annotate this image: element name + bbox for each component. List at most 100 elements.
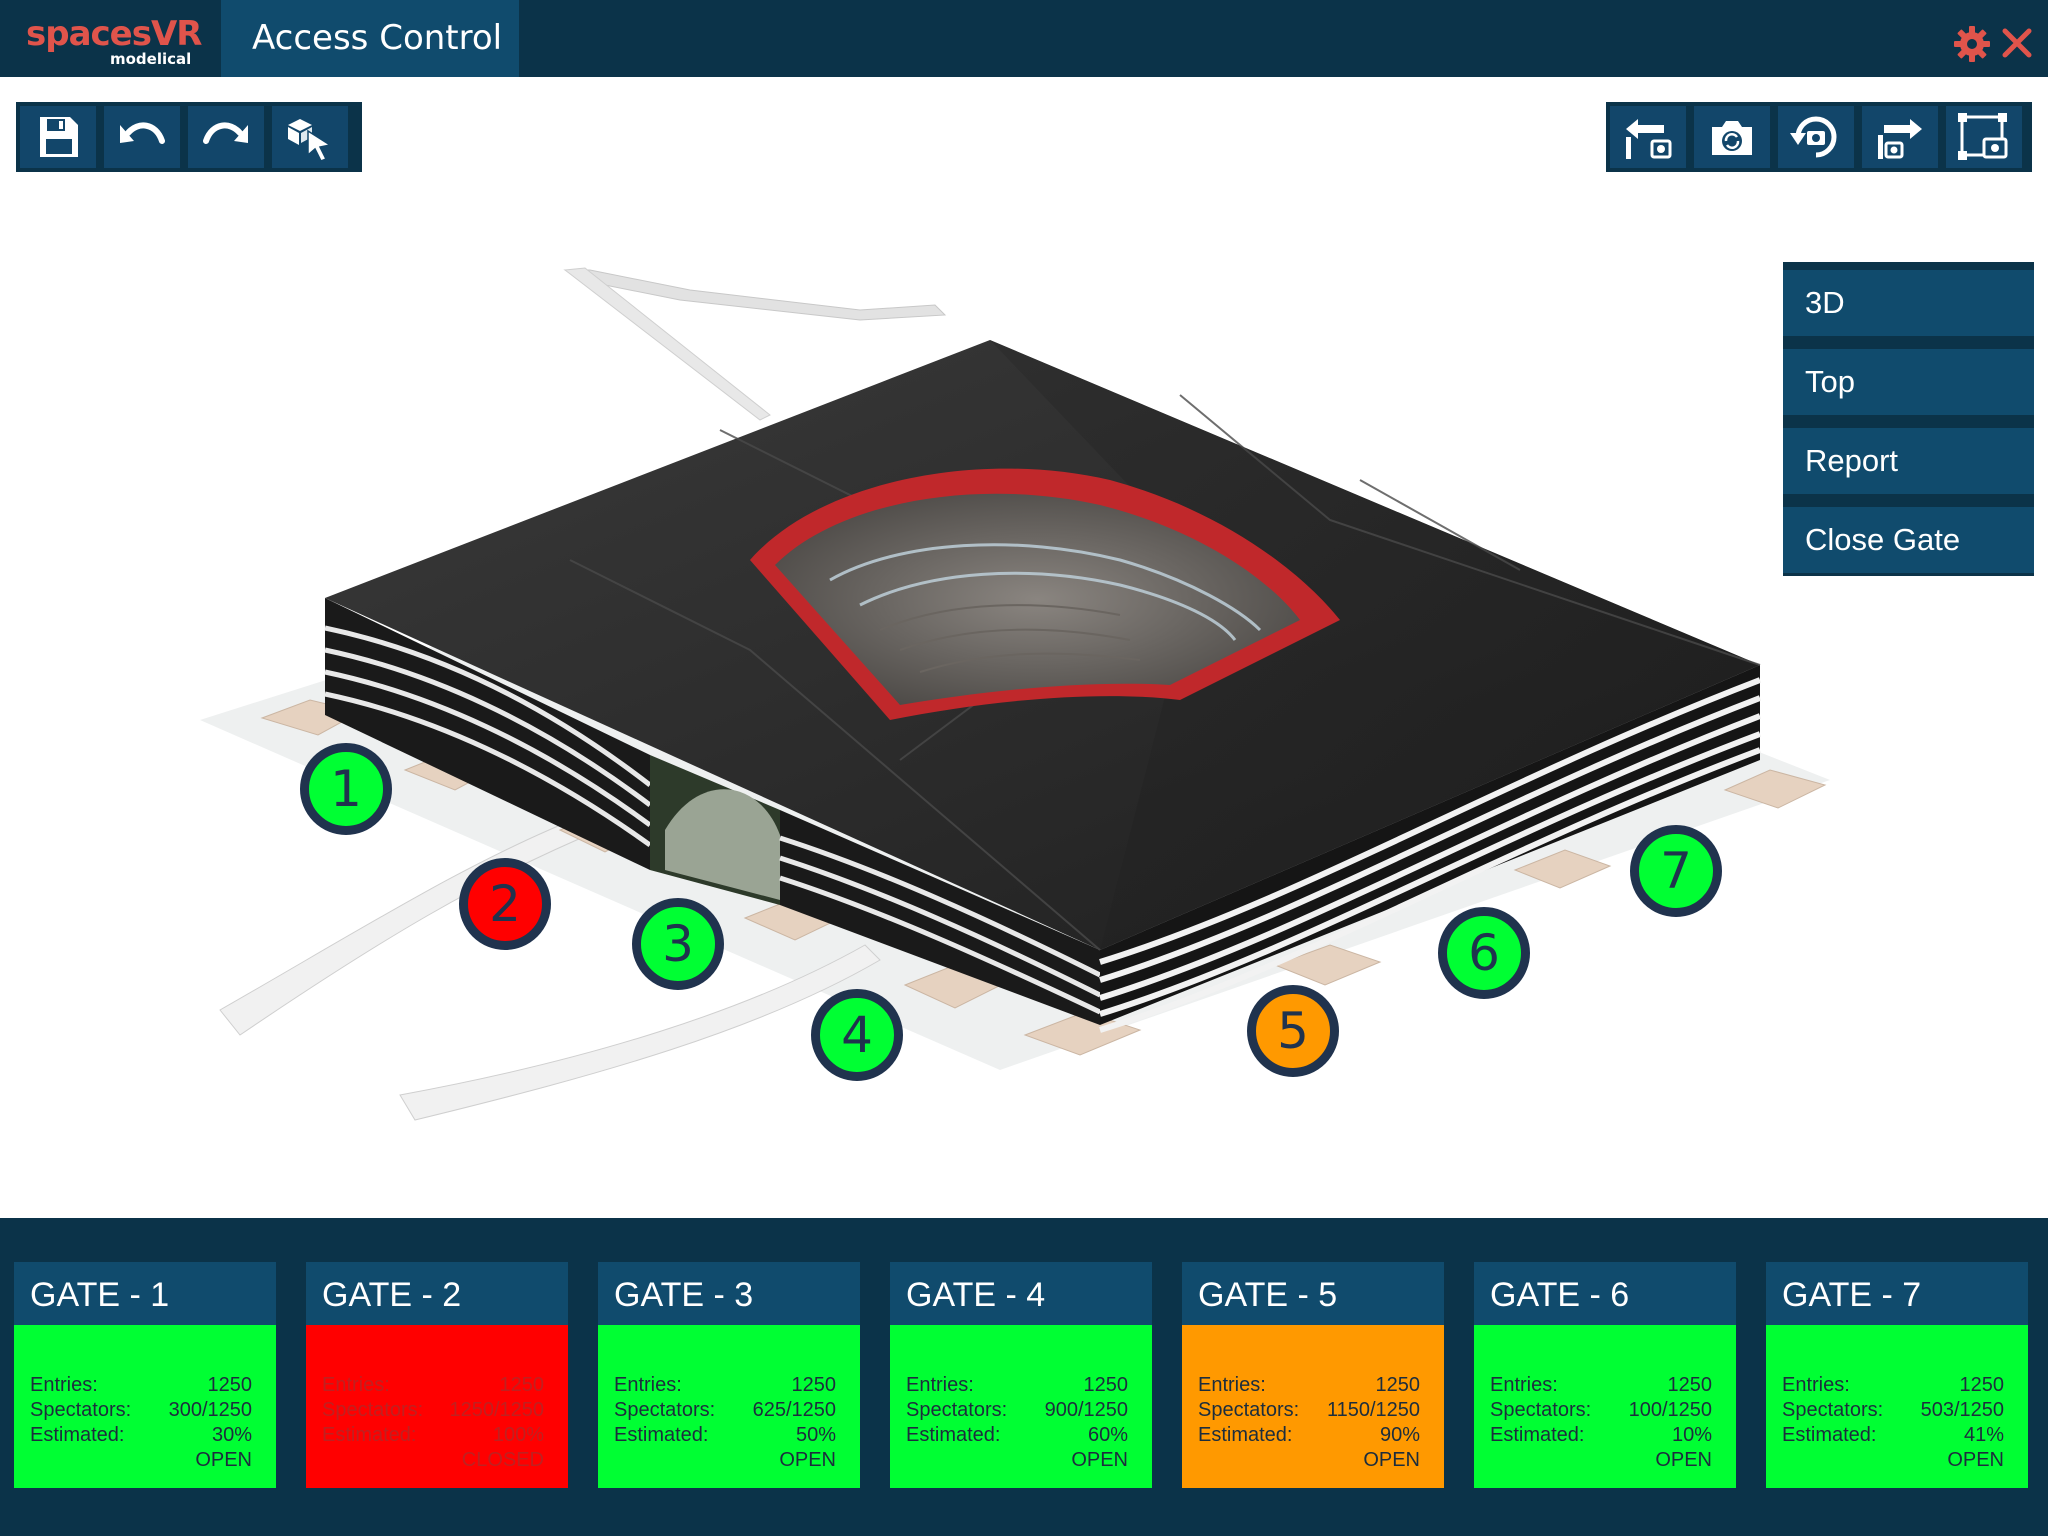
gate-details: Entries: 1250 Spectators:1250/1250 Estima…	[306, 1325, 568, 1488]
gate-marker-2[interactable]: 2	[459, 858, 551, 950]
gate-spectators-row: Spectators:625/1250	[614, 1398, 836, 1423]
status-badge: OPEN	[1071, 1449, 1128, 1471]
gate-marker-label: 3	[662, 915, 694, 973]
menu-item-close-gate[interactable]: Close Gate	[1783, 507, 2034, 573]
status-badge: CLOSED	[461, 1449, 544, 1471]
select-object-button[interactable]	[272, 106, 348, 168]
entries-label: Entries:	[1198, 1374, 1266, 1396]
gate-entries-row: Entries: 1250	[322, 1373, 544, 1398]
entries-value: 1250	[1083, 1374, 1129, 1396]
spectators-label: Spectators:	[1782, 1399, 1884, 1421]
brand-name: spacesVR	[26, 14, 202, 54]
gate-title: GATE - 7	[1766, 1262, 2028, 1325]
estimated-value: 50%	[795, 1424, 836, 1446]
redo-button[interactable]	[188, 106, 264, 168]
entries-value: 1250	[499, 1374, 545, 1396]
gate-entries-row: Entries:1250	[614, 1373, 836, 1398]
gate-marker-label: 6	[1468, 924, 1500, 982]
entries-label: Entries:	[1782, 1374, 1850, 1396]
gate-marker-6[interactable]: 6	[1438, 907, 1530, 999]
menu-item-top[interactable]: Top	[1783, 349, 2034, 415]
estimated-value: 10%	[1671, 1424, 1712, 1446]
estimated-label: Estimated:	[322, 1424, 417, 1446]
gate-marker-3[interactable]: 3	[632, 898, 724, 990]
close-icon[interactable]	[2000, 26, 2034, 60]
gate-spectators-row: Spectators:300/1250	[30, 1398, 252, 1423]
spectators-label: Spectators:	[1490, 1399, 1592, 1421]
app-title-tab[interactable]: Access Control	[221, 0, 519, 77]
estimated-value: 60%	[1087, 1424, 1128, 1446]
entries-value: 1250	[791, 1374, 837, 1396]
gate-estimated-row: Estimated:30%	[30, 1423, 252, 1448]
gate-entries-row: Entries: 1250	[30, 1373, 252, 1398]
fit-view-button[interactable]	[1946, 106, 2022, 168]
spectators-value: 1250/1250	[449, 1399, 544, 1421]
entries-label: Entries:	[30, 1374, 98, 1396]
gate-marker-5[interactable]: 5	[1247, 985, 1339, 1077]
spectators-value: 503/1250	[1920, 1399, 2004, 1421]
entries-value: 1250	[1959, 1374, 2005, 1396]
gate-spectators-row: Spectators: 100/1250	[1490, 1398, 1712, 1423]
estimated-label: Estimated:	[614, 1424, 709, 1446]
menu-item-3d[interactable]: 3D	[1783, 270, 2034, 336]
gate-details: Entries: 1250 Spectators: 503/1250 Estimat…	[1766, 1325, 2028, 1488]
redo-icon	[203, 122, 248, 144]
gate-title: GATE - 4	[890, 1262, 1152, 1325]
spectators-value: 900/1250	[1044, 1399, 1128, 1421]
save-button[interactable]	[20, 106, 96, 168]
gate-spectators-row: Spectators:1250/1250	[322, 1398, 544, 1423]
gate-estimated-row: Estimated: 10%	[1490, 1423, 1712, 1448]
gate-marker-7[interactable]: 7	[1630, 825, 1722, 917]
gate-marker-label: 4	[841, 1006, 873, 1064]
gate-entries-row: Entries:1250	[1490, 1373, 1712, 1398]
gate-spectators-row: Spectators:1150/1250	[1198, 1398, 1420, 1423]
entries-value: 1250	[207, 1374, 253, 1396]
undo-icon	[120, 122, 165, 144]
gate-card-4[interactable]: GATE - 4 Entries: 1250 Spectators: 900/125…	[890, 1262, 1152, 1488]
screenshot-button[interactable]	[1694, 106, 1770, 168]
gate-entries-row: Entries:1250	[1198, 1373, 1420, 1398]
gate-card-5[interactable]: GATE - 5 Entries:1250 Spectators:1150/12…	[1182, 1262, 1444, 1488]
brand-sub: modelical	[110, 50, 192, 68]
3d-viewport[interactable]: 1 2 3 4 5 6 7	[0, 180, 2048, 1220]
undo-button[interactable]	[104, 106, 180, 168]
spectators-label: Spectators:	[614, 1399, 716, 1421]
gate-title: GATE - 2	[306, 1262, 568, 1325]
gate-estimated-row: Estimated: 50%	[614, 1423, 836, 1448]
estimated-label: Estimated:	[1198, 1424, 1293, 1446]
edit-toolbar	[16, 102, 362, 172]
gate-card-6[interactable]: GATE - 6 Entries:1250 Spectators: 100/125…	[1474, 1262, 1736, 1488]
estimated-value: 30%	[211, 1424, 252, 1446]
gate-marker-4[interactable]: 4	[811, 989, 903, 1081]
gear-icon[interactable]	[1952, 24, 1992, 64]
camera-back-button[interactable]	[1610, 106, 1686, 168]
gate-card-7[interactable]: GATE - 7 Entries: 1250 Spectators: 503/125…	[1766, 1262, 2028, 1488]
gate-title: GATE - 6	[1474, 1262, 1736, 1325]
estimated-value: 100%	[492, 1424, 544, 1446]
status-badge: OPEN	[1363, 1449, 1420, 1471]
gate-status-panel: GATE - 1 Entries:1250 Spectators:300/125…	[0, 1218, 2048, 1536]
gate-card-2[interactable]: GATE - 2 Entries: 1250 Spectators:1250/12…	[306, 1262, 568, 1488]
gate-title: GATE - 5	[1182, 1262, 1444, 1325]
entries-label: Entries:	[322, 1374, 390, 1396]
gate-card-1[interactable]: GATE - 1 Entries:1250 Spectators:300/125…	[14, 1262, 276, 1488]
status-badge: OPEN	[779, 1449, 836, 1471]
gate-entries-row: Entries: 1250	[906, 1373, 1128, 1398]
gate-spectators-row: Spectators: 503/1250	[1782, 1398, 2004, 1423]
camera-back-icon	[1626, 119, 1672, 159]
entries-label: Entries:	[906, 1374, 974, 1396]
gate-estimated-row: Estimated:60%	[906, 1423, 1128, 1448]
camera-forward-button[interactable]	[1862, 106, 1938, 168]
gate-marker-1[interactable]: 1	[300, 743, 392, 835]
spectators-label: Spectators:	[906, 1399, 1008, 1421]
camera-rotate-button[interactable]	[1778, 106, 1854, 168]
gate-marker-label: 2	[489, 875, 521, 933]
gate-card-3[interactable]: GATE - 3 Entries:1250 Spectators:625/125…	[598, 1262, 860, 1488]
gate-estimated-row: Estimated:90%	[1198, 1423, 1420, 1448]
camera-forward-icon	[1878, 119, 1922, 159]
estimated-label: Estimated:	[1782, 1424, 1877, 1446]
views-menu: 3D Top Report Close Gate	[1783, 262, 2034, 576]
estimated-label: Estimated:	[1490, 1424, 1585, 1446]
menu-item-report[interactable]: Report	[1783, 428, 2034, 494]
spectators-value: 100/1250	[1628, 1399, 1712, 1421]
